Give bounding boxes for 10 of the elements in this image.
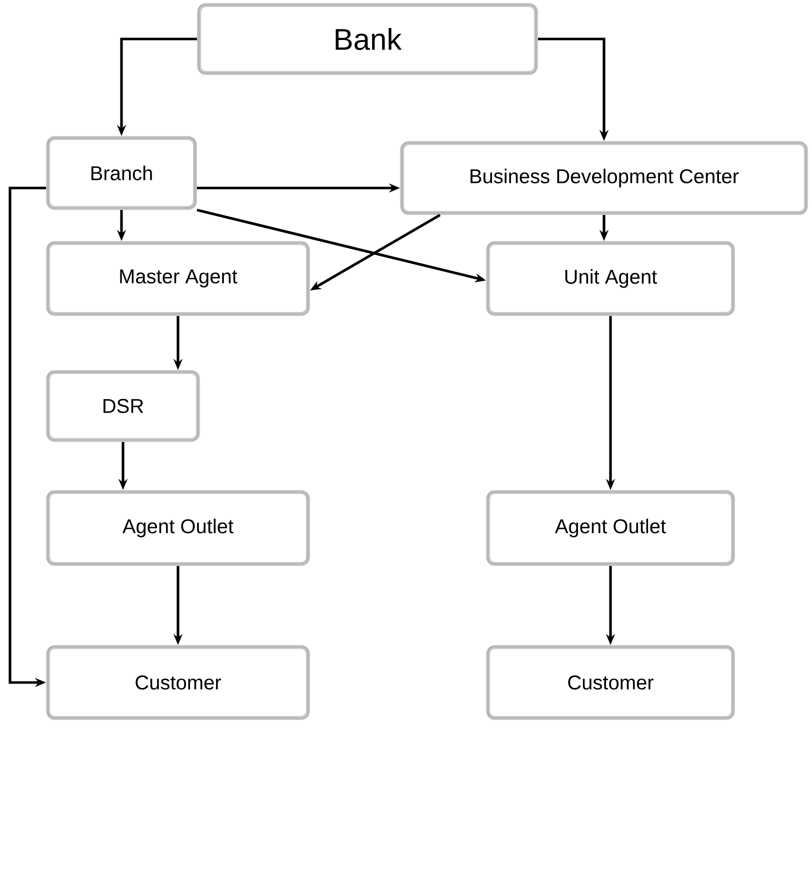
process-box: Bank (197, 3, 538, 75)
process-box: Unit Agent (486, 241, 735, 316)
process-box: Agent Outlet (486, 490, 735, 566)
process-box: Master Agent (46, 241, 310, 316)
process-box: Business Development Center (400, 141, 808, 215)
process-box: Customer (46, 645, 310, 720)
process-box: Customer (486, 645, 735, 720)
process-box: Agent Outlet (46, 490, 310, 566)
process-box: DSR (46, 370, 200, 442)
process-box: Branch (46, 136, 197, 210)
